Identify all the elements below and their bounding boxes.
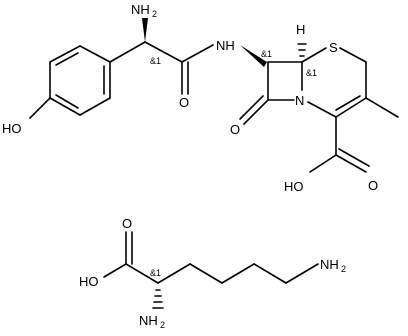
- lysine-chain-1: [157, 263, 191, 284]
- lactam-o-label: O: [230, 122, 240, 137]
- lysine-alpha-nh2-subscript: 2: [160, 320, 165, 330]
- alpha-nh2-subscript: 2: [152, 9, 157, 19]
- s-ch2-bond: [339, 47, 367, 63]
- cooh-oh-bond: [309, 154, 337, 173]
- acid-oh-label: HO: [284, 179, 304, 194]
- phenol-oh-bond: [29, 97, 51, 119]
- alpha-nh2-label: NH: [131, 2, 150, 17]
- ring-to-alpha-bond: [109, 41, 146, 63]
- carbonyl-to-nh-bond: [181, 44, 214, 63]
- lysine-chain-4: [253, 263, 287, 284]
- lysine-chain-2: [189, 263, 223, 284]
- lysine-alpha-bond: [125, 263, 159, 284]
- lysine-epsilon-nh2-subscript: 2: [341, 264, 346, 274]
- amide-o-label: O: [179, 95, 189, 110]
- stereo-label-c7: &1: [261, 49, 272, 59]
- stereo-label-c6: &1: [306, 68, 317, 78]
- lysine-stereo-label: &1: [150, 268, 161, 278]
- phenol-ring: [49, 45, 111, 116]
- lysine-chain-5: [285, 263, 319, 284]
- acid-o-label: O: [368, 178, 378, 193]
- stereo-label-alpha: &1: [150, 56, 161, 66]
- phenol-oh-label: HO: [2, 121, 22, 136]
- sulfur-label: S: [329, 40, 338, 55]
- alpha-nh2-wedge: [142, 18, 148, 42]
- c2-n-bond: [307, 101, 337, 118]
- c6-h-hash: [297, 43, 307, 57]
- cooh-co-bond: [335, 154, 367, 173]
- molecule-lysine: O HO &1 NH 2 NH 2: [79, 216, 346, 330]
- lysine-chain-3: [221, 263, 255, 284]
- c6-s-bond: [301, 47, 327, 63]
- lysine-alpha-nh2-label: NH: [139, 313, 158, 328]
- lysine-o-label: O: [122, 216, 132, 231]
- c6-h-label: H: [296, 22, 305, 37]
- alpha-to-carbonyl-bond: [144, 41, 183, 63]
- molecule-cefadroxil: HO NH 2 &1 O NH &1 N O: [2, 2, 399, 194]
- lysine-alpha-nh2-hash: [152, 289, 164, 309]
- lysine-oh-label: HO: [79, 274, 99, 289]
- lactam-co-bond: [243, 99, 269, 125]
- lysine-oh-bond: [103, 263, 127, 278]
- c3-c2-bond: [335, 97, 367, 118]
- lactam-n-label: N: [295, 93, 304, 108]
- methyl-bond: [365, 97, 399, 118]
- amide-nh-label: NH: [216, 38, 235, 53]
- lysine-epsilon-nh2-label: NH: [320, 257, 339, 272]
- nh-c7-wedge: [240, 45, 267, 67]
